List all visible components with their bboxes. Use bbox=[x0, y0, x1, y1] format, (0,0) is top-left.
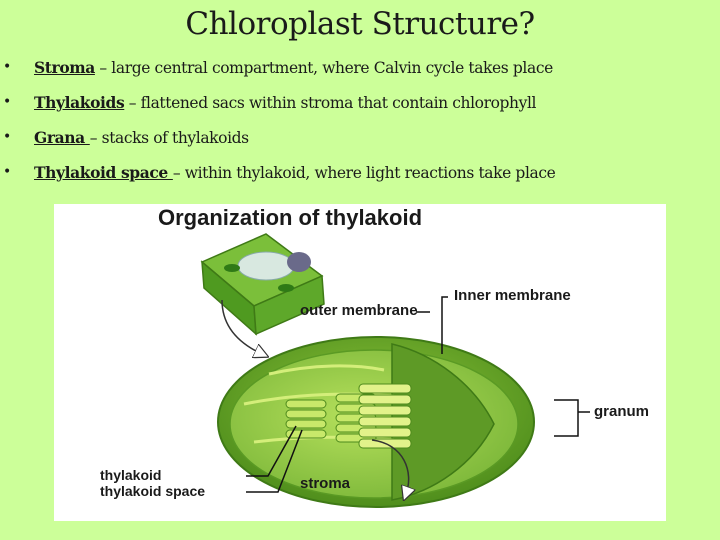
granum-stack bbox=[285, 383, 412, 449]
leader-thylakoid bbox=[246, 425, 297, 477]
bullet-dot: • bbox=[3, 164, 11, 180]
bullet-description: – large central compartment, where Calvi… bbox=[94, 59, 553, 77]
bullet-dot: • bbox=[3, 129, 11, 145]
bullet-term: Stroma bbox=[34, 58, 95, 77]
bullet-dot: • bbox=[3, 59, 11, 75]
leader-inner-membrane bbox=[441, 296, 448, 354]
zoom-arrow bbox=[221, 299, 262, 354]
bullet-term: Grana bbox=[34, 128, 90, 147]
thylakoid-figure: Organization of thylakoid bbox=[54, 204, 666, 521]
label-stroma: stroma bbox=[300, 475, 351, 492]
thylakoid-diagram: Organization of thylakoid bbox=[100, 205, 649, 508]
figure-title: Organization of thylakoid bbox=[158, 205, 422, 230]
bullet-term: Thylakoids bbox=[34, 93, 125, 112]
bullet-description: – flattened sacs within stroma that cont… bbox=[124, 94, 537, 112]
slide-title: Chloroplast Structure? bbox=[185, 6, 535, 42]
bullet-description: – within thylakoid, where light reaction… bbox=[172, 164, 556, 182]
bullet-dot: • bbox=[3, 94, 11, 110]
label-thylakoid-space: thylakoid space bbox=[100, 483, 205, 499]
stroma-arrow bbox=[371, 439, 409, 494]
leader-thylakoid-space bbox=[246, 429, 303, 493]
label-outer-membrane: outer membrane bbox=[300, 302, 418, 319]
label-inner-membrane: Inner membrane bbox=[454, 287, 571, 304]
bullet-term: Thylakoid space bbox=[34, 163, 173, 182]
granum-bracket bbox=[554, 399, 579, 437]
bullet-description: – stacks of thylakoids bbox=[89, 129, 249, 147]
label-thylakoid: thylakoid bbox=[100, 467, 161, 483]
plant-cell-icon bbox=[200, 233, 325, 336]
label-granum: granum bbox=[594, 403, 649, 420]
